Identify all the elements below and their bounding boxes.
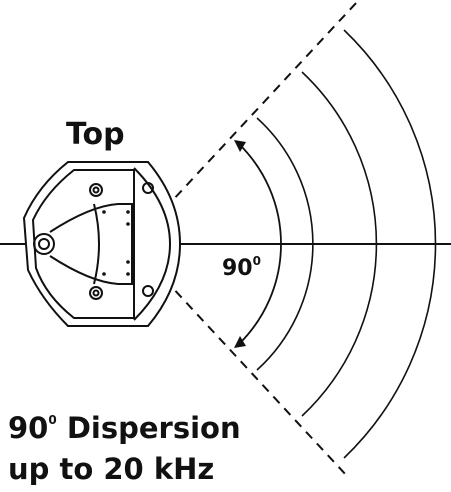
speaker-screw-dots xyxy=(102,210,130,276)
wave-arc-2 xyxy=(301,71,378,417)
angle-label: 900 xyxy=(222,254,261,281)
wave-arc-3 xyxy=(343,29,437,459)
wave-arcs xyxy=(256,29,437,459)
arrowhead-up-icon xyxy=(234,140,246,152)
caption-line-1: 900 Dispersion xyxy=(8,411,241,445)
angle-arc xyxy=(234,140,282,348)
caption-line-2: up to 20 kHz xyxy=(8,452,214,486)
view-label: Top xyxy=(66,117,125,152)
speaker-top-view-icon xyxy=(22,161,182,327)
wave-arc-1 xyxy=(256,117,314,371)
arrowhead-down-icon xyxy=(234,336,246,348)
